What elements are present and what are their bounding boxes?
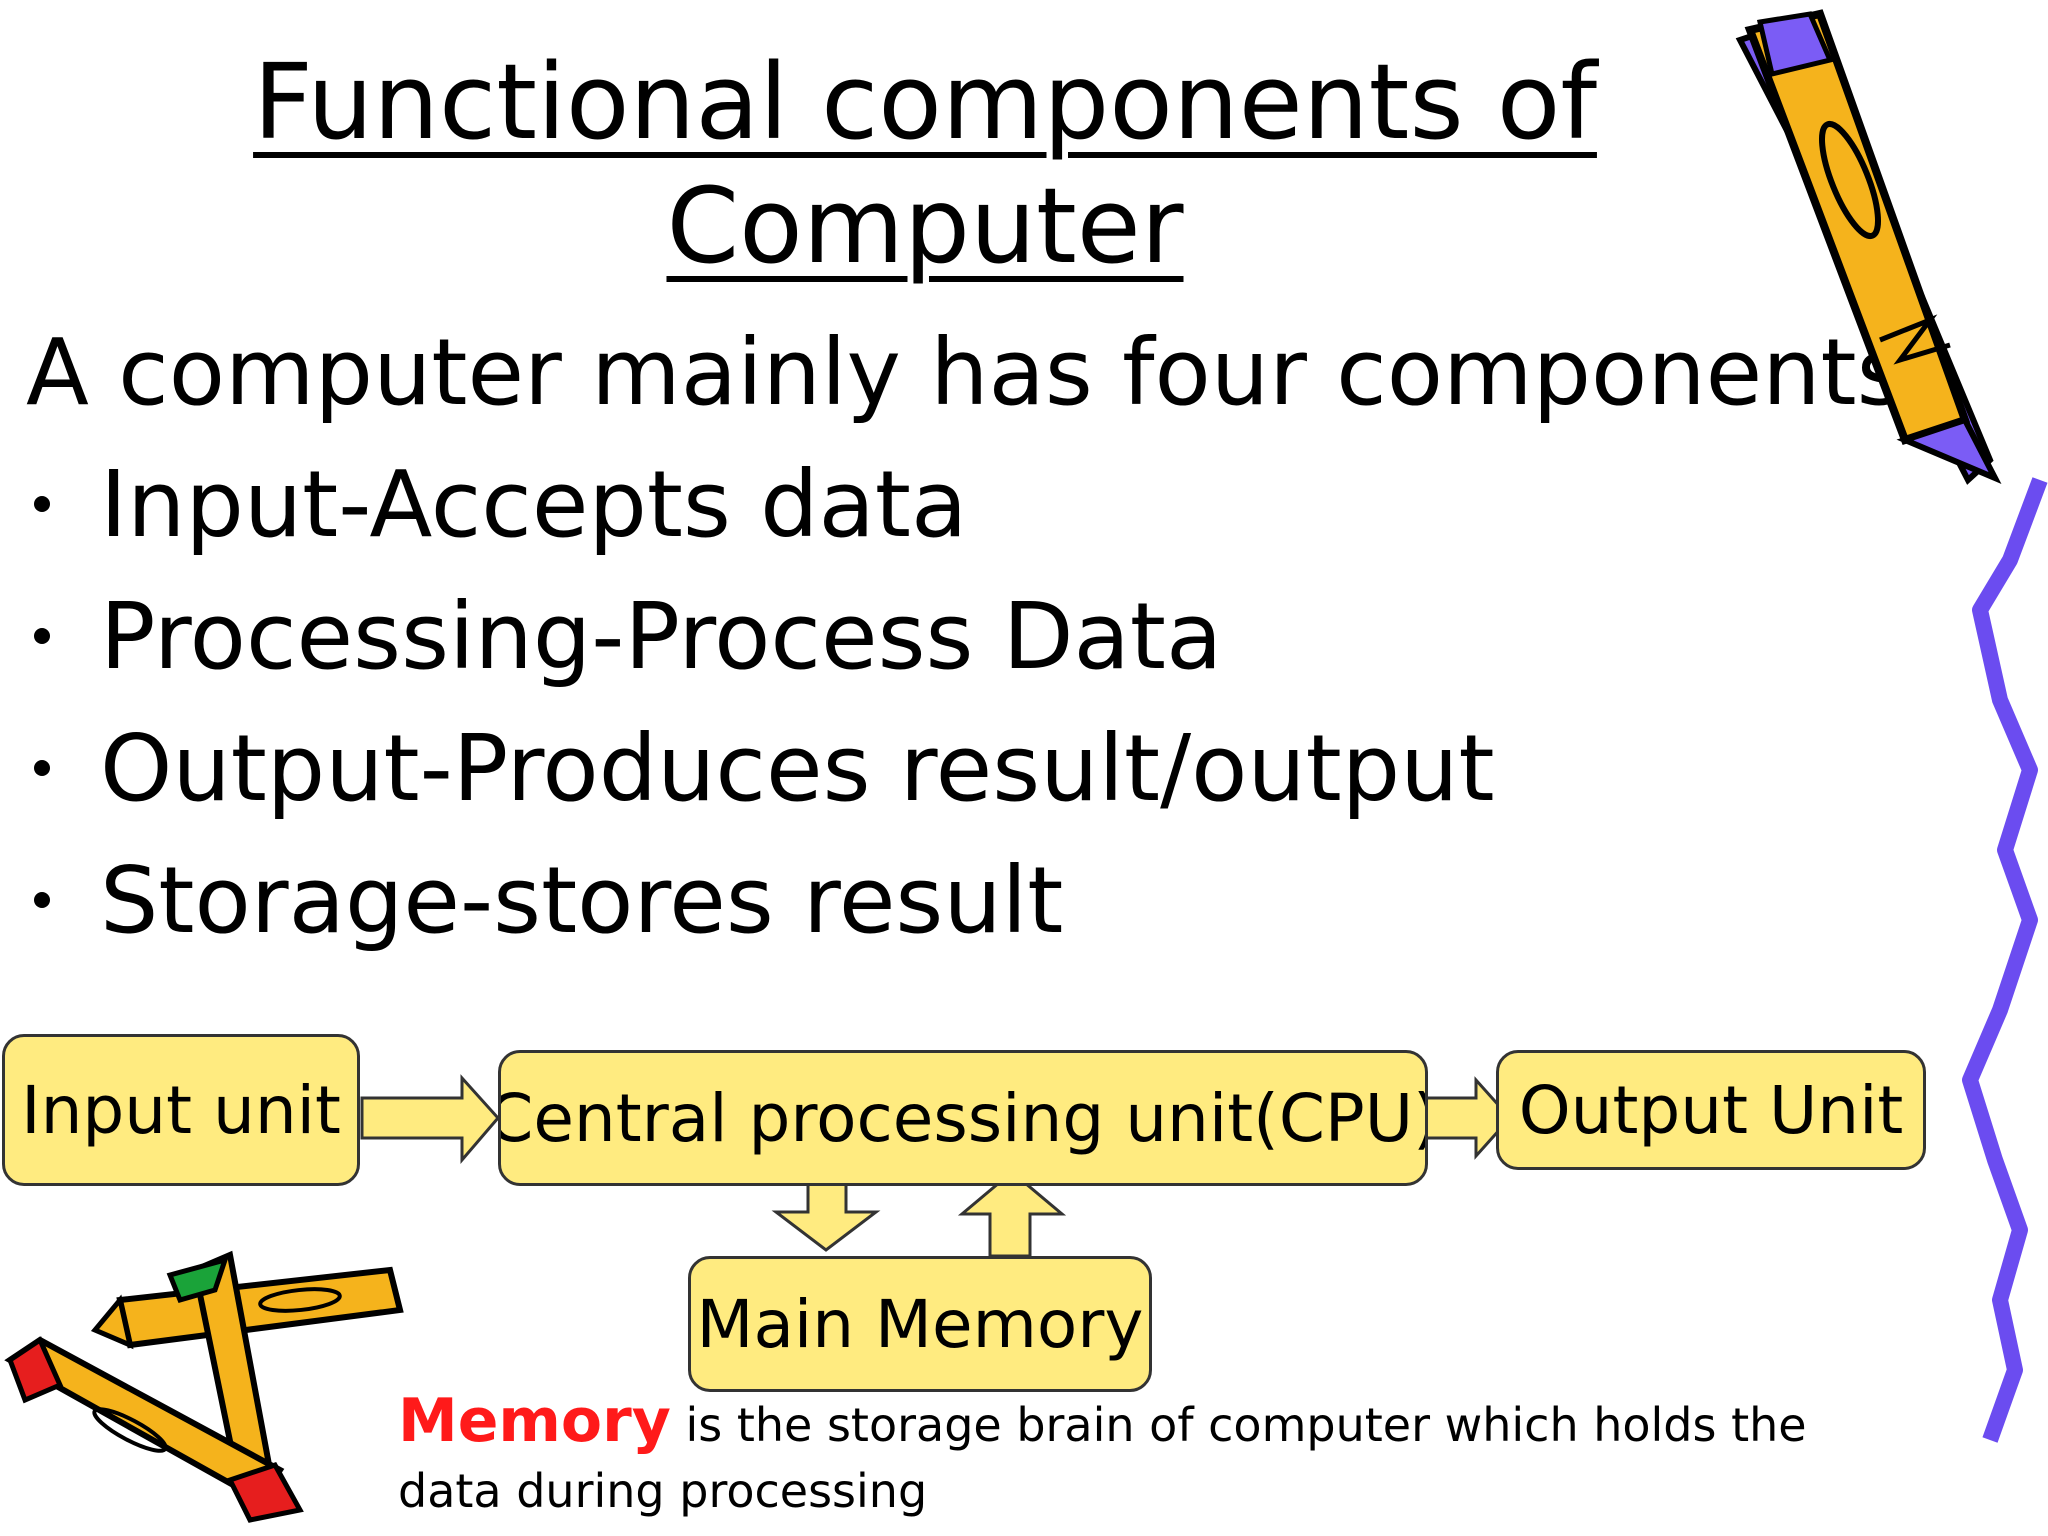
- cpu-box: Central processing unit(CPU): [498, 1050, 1428, 1186]
- arrow-input-to-cpu: [360, 1074, 500, 1165]
- arrow-cpu-to-memory: [771, 1180, 881, 1252]
- bullet-icon: [34, 892, 50, 908]
- bullet-icon: [34, 496, 50, 512]
- input-unit-box: Input unit: [2, 1034, 360, 1186]
- memory-highlight: Memory: [398, 1386, 671, 1456]
- main-memory-box: Main Memory: [688, 1256, 1152, 1392]
- list-item: Input-Accepts data: [0, 450, 1495, 582]
- squiggle-decoration: [1962, 477, 2048, 1443]
- bullet-icon: [34, 628, 50, 644]
- list-item: Output-Produces result/output: [0, 714, 1495, 846]
- page-title-line1: Functional components of: [253, 41, 1597, 163]
- memory-note: Memory is the storage brain of computer …: [398, 1388, 1878, 1524]
- output-unit-box: Output Unit: [1496, 1050, 1926, 1170]
- memory-note-text: is the storage brain of computer which h…: [398, 1398, 1807, 1518]
- page-title-line2: Computer: [666, 165, 1184, 287]
- component-list: Input-Accepts data Processing-Process Da…: [0, 450, 1495, 978]
- crayons-icon: [4, 1250, 404, 1523]
- list-item: Storage-stores result: [0, 846, 1495, 978]
- intro-text: A computer mainly has four components: [26, 319, 1905, 426]
- bullet-icon: [34, 760, 50, 776]
- list-item: Processing-Process Data: [0, 582, 1495, 714]
